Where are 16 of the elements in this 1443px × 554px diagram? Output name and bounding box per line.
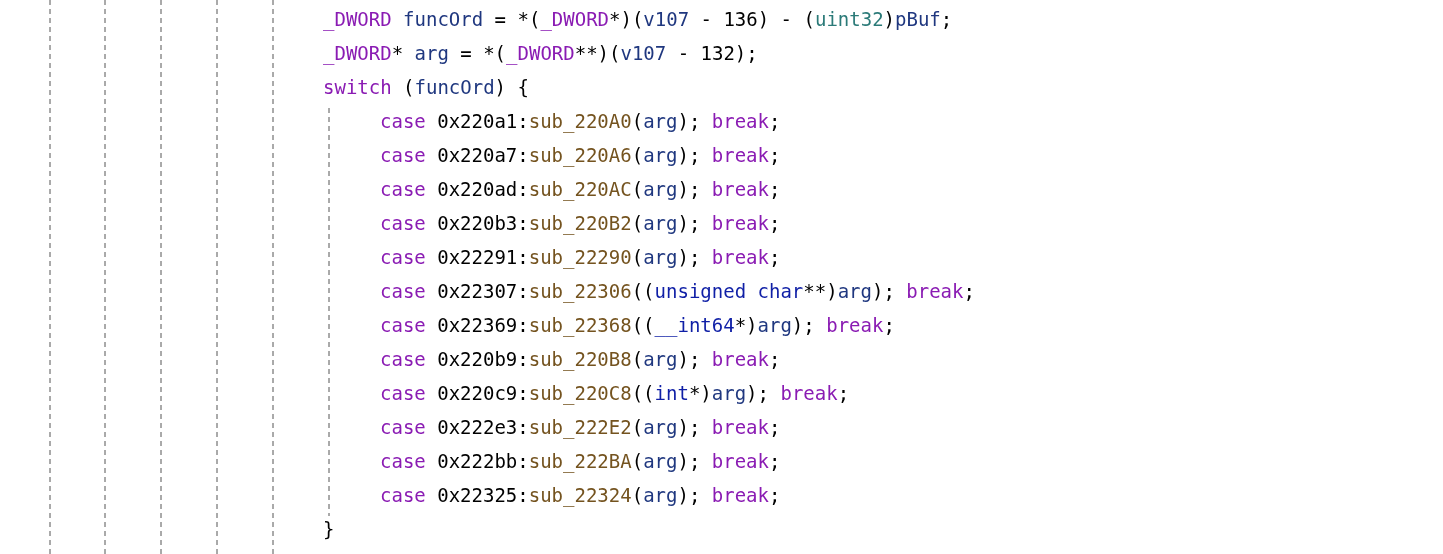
code-line: } [323, 517, 335, 542]
code-line: case 0x222bb:sub_222BA(arg); break; [380, 449, 781, 474]
code-line: _DWORD* arg = *(_DWORD**)(v107 - 132); [323, 41, 758, 66]
code-line: case 0x22325:sub_22324(arg); break; [380, 483, 781, 508]
code-line: switch (funcOrd) { [323, 75, 529, 100]
code-line: case 0x22291:sub_22290(arg); break; [380, 245, 781, 270]
code-line: case 0x220a7:sub_220A6(arg); break; [380, 143, 781, 168]
code-line: case 0x220ad:sub_220AC(arg); break; [380, 177, 781, 202]
code-line: case 0x22369:sub_22368((__int64*)arg); break; [380, 313, 895, 338]
code-line: case 0x22307:sub_22306((unsigned char**)arg); break; [380, 279, 975, 304]
code-line: case 0x220a1:sub_220A0(arg); break; [380, 109, 781, 134]
code-line: _DWORD funcOrd = *(_DWORD*)(v107 - 136) - (uint32)pBuf; [323, 7, 953, 32]
code-line: case 0x220b9:sub_220B8(arg); break; [380, 347, 781, 372]
code-line: case 0x220c9:sub_220C8((int*)arg); break; [380, 381, 850, 406]
code-line: case 0x222e3:sub_222E2(arg); break; [380, 415, 781, 440]
code-line: case 0x220b3:sub_220B2(arg); break; [380, 211, 781, 236]
